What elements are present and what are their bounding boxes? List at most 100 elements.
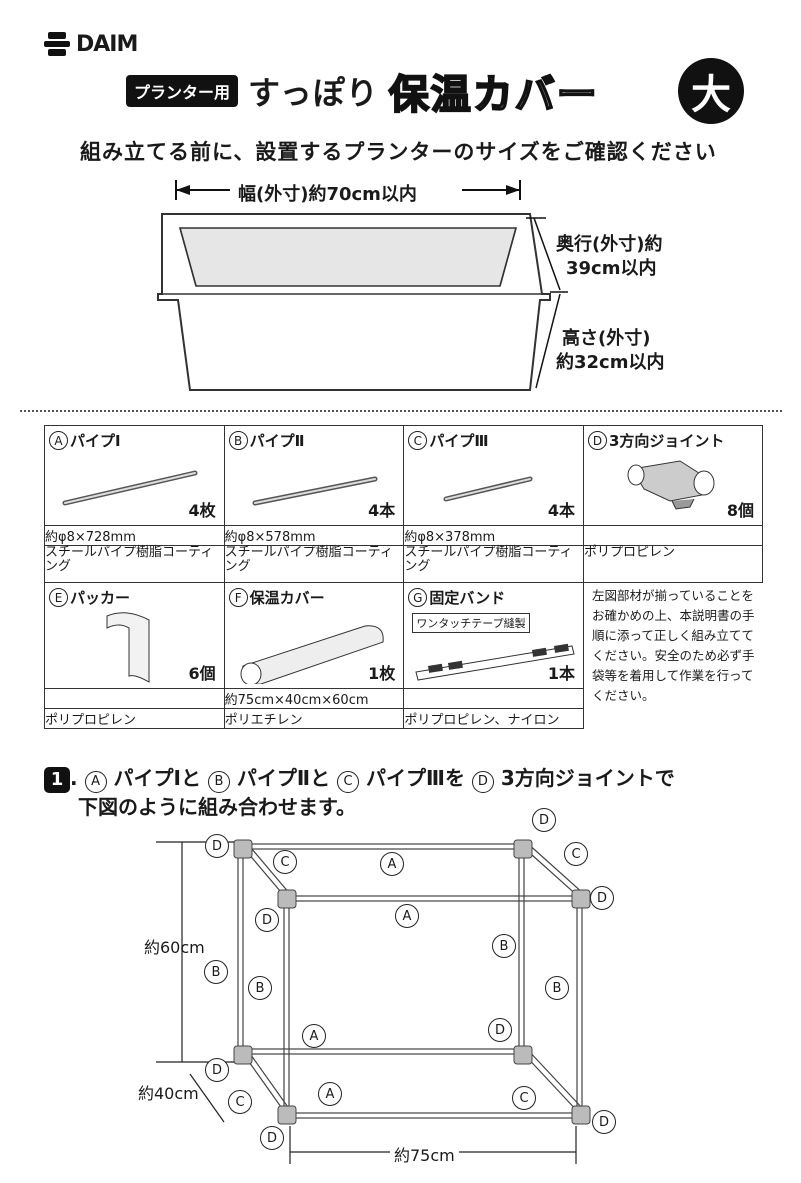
height-dim-label: 約60cm: [144, 938, 205, 957]
part-qty: 8個: [726, 501, 754, 520]
label-d: D: [590, 886, 614, 910]
frame-diagram: [156, 839, 591, 1164]
tape-label: ワンタッチテープ縫製: [412, 613, 530, 633]
part-spec: 約75cm×40cm×60cm: [223, 688, 405, 709]
part-spec: [582, 525, 764, 546]
part-qty: 1本: [547, 664, 575, 683]
part-id: F: [228, 588, 248, 607]
part-ref: A: [84, 771, 107, 794]
part-id: D: [587, 431, 607, 450]
packer-icon: [106, 612, 150, 683]
label-b: B: [248, 976, 272, 1000]
part-spec: 約φ8×378mm: [403, 525, 584, 546]
label-c: C: [564, 842, 588, 866]
step-number: 1: [44, 766, 70, 793]
label-a: A: [302, 1024, 326, 1048]
label-a: A: [395, 904, 419, 928]
width-dim-label: 約75cm: [390, 1142, 459, 1166]
part-material: ポリプロピレン、ナイロン: [403, 708, 584, 729]
part-ref: D: [471, 771, 494, 794]
brand-logo: DAIM: [44, 30, 138, 58]
joint-icon: [627, 460, 715, 510]
label-a: A: [318, 1082, 342, 1106]
part-material: ポリプロピレン: [44, 708, 225, 729]
brand-name: DAIM: [76, 31, 138, 57]
label-b: B: [204, 960, 228, 984]
section-divider: [20, 410, 782, 412]
pipe-icon: [252, 476, 378, 506]
part-name: 保温カバー: [249, 589, 325, 607]
part-id: C: [408, 431, 428, 450]
label-d: D: [205, 834, 229, 858]
label-c: C: [228, 1090, 252, 1114]
part-qty: 6個: [188, 664, 216, 683]
step-text: パイプⅡと: [236, 766, 331, 790]
depth-dim-label: 約40cm: [138, 1084, 199, 1103]
step-text: パイプⅢを: [366, 766, 465, 790]
label-c: C: [512, 1086, 536, 1110]
step-text: パイプⅠと: [113, 766, 201, 790]
title-outline: 保温カバー: [388, 71, 599, 119]
pipe-icon: [62, 470, 198, 506]
label-d: D: [260, 1126, 284, 1150]
size-badge: 大: [678, 58, 744, 124]
part-id: A: [49, 431, 68, 450]
cover-roll-icon: [240, 625, 384, 686]
part-id: E: [49, 588, 68, 607]
pipe-icon: [443, 476, 533, 502]
label-b: B: [492, 934, 516, 958]
width-dim-label: 幅(外寸)約70cm以内: [238, 184, 417, 205]
confirm-text: 組み立てる前に、設置するプランターのサイズをご確認ください: [80, 140, 717, 164]
depth-dim-label-1: 奥行(外寸)約: [556, 234, 663, 255]
product-title: プランター用 すっぽり 保温カバー: [126, 62, 599, 120]
part-qty: 4本: [547, 501, 575, 520]
part-name: パイプⅡ: [249, 432, 305, 450]
part-material: スチールパイプ樹脂コーティング: [44, 545, 225, 583]
planter-illustration: [157, 178, 568, 391]
label-d: D: [532, 808, 556, 832]
label-a: A: [380, 852, 404, 876]
step-text: 3方向ジョイントで: [500, 766, 675, 790]
depth-dim-label-2: 39cm以内: [566, 258, 657, 279]
height-dim-label-2: 約32cm以内: [556, 352, 665, 373]
title-main: すっぽり: [248, 74, 379, 112]
part-qty: 1枚: [368, 664, 396, 683]
part-qty: 4枚: [188, 501, 216, 520]
part-spec: 約φ8×728mm: [44, 525, 225, 546]
part-ref: B: [207, 771, 230, 794]
part-name: 3方向ジョイント: [608, 432, 725, 450]
part-name: 固定バンド: [429, 589, 506, 607]
label-c: C: [273, 850, 297, 874]
label-d: D: [488, 1018, 512, 1042]
part-spec: [44, 688, 225, 709]
part-id: G: [408, 588, 428, 607]
part-spec: 約φ8×578mm: [223, 525, 405, 546]
part-material: スチールパイプ樹脂コーティング: [403, 545, 584, 583]
daim-logo-icon: [44, 32, 70, 56]
label-d: D: [592, 1110, 616, 1134]
part-name: パッカー: [70, 589, 131, 607]
assembly-note: 左図部材が揃っていることをお確かめの上、本説明書の手順に添って正しく組み立ててく…: [592, 588, 755, 703]
height-dim-label-1: 高さ(外寸): [562, 328, 651, 349]
part-id: B: [228, 431, 248, 450]
label-b: B: [545, 976, 569, 1000]
part-material: ポリエチレン: [223, 708, 405, 729]
label-d: D: [205, 1058, 229, 1082]
step-1-instruction: 1. A パイプⅠと B パイプⅡと C パイプⅢを D 3方向ジョイントで 下…: [44, 764, 675, 821]
part-ref: C: [337, 771, 360, 794]
band-icon: [415, 643, 575, 681]
part-qty: 4本: [368, 501, 396, 520]
part-material: ポリプロピレン: [582, 545, 764, 583]
part-name: パイプⅠ: [70, 432, 121, 450]
use-badge: プランター用: [126, 75, 239, 107]
label-d: D: [255, 908, 279, 932]
step-text-line2: 下図のように組み合わせます。: [78, 795, 356, 820]
